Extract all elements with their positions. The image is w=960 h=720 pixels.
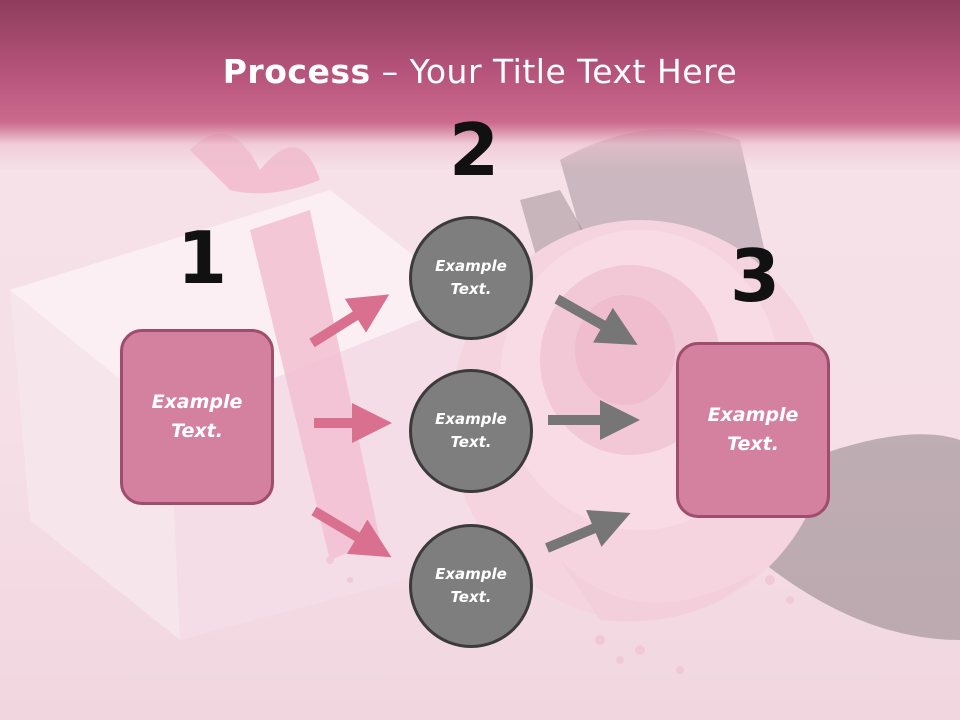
step-3-box: Example Text. (676, 342, 830, 518)
flower-sprigs (326, 556, 794, 674)
arrow-bottom-to-3 (545, 510, 631, 553)
arrow-1-to-bottom (311, 506, 392, 558)
step-3-text: Example Text. (707, 404, 799, 455)
step-number-1: 1 (177, 216, 228, 300)
slide-title-rest: – Your Title Text Here (370, 52, 738, 91)
step-2-circle-top: Example Text. (409, 216, 533, 340)
circle-bottom-text: Example Text. (435, 565, 507, 606)
circle-top-text: Example Text. (435, 257, 507, 298)
step-number-3: 3 (730, 234, 781, 318)
slide-title: Process – Your Title Text Here (0, 52, 960, 91)
arrow-1-to-top (309, 294, 390, 348)
step-2-circle-middle: Example Text. (409, 369, 533, 493)
circle-middle-text: Example Text. (435, 410, 507, 451)
slide-title-bold: Process (222, 52, 371, 91)
arrow-top-to-3 (554, 294, 638, 345)
header-band (0, 0, 960, 170)
step-1-text: Example Text. (151, 391, 243, 442)
step-2-circle-bottom: Example Text. (409, 524, 533, 648)
step-number-2: 2 (449, 108, 500, 192)
step-1-box: Example Text. (120, 329, 274, 505)
